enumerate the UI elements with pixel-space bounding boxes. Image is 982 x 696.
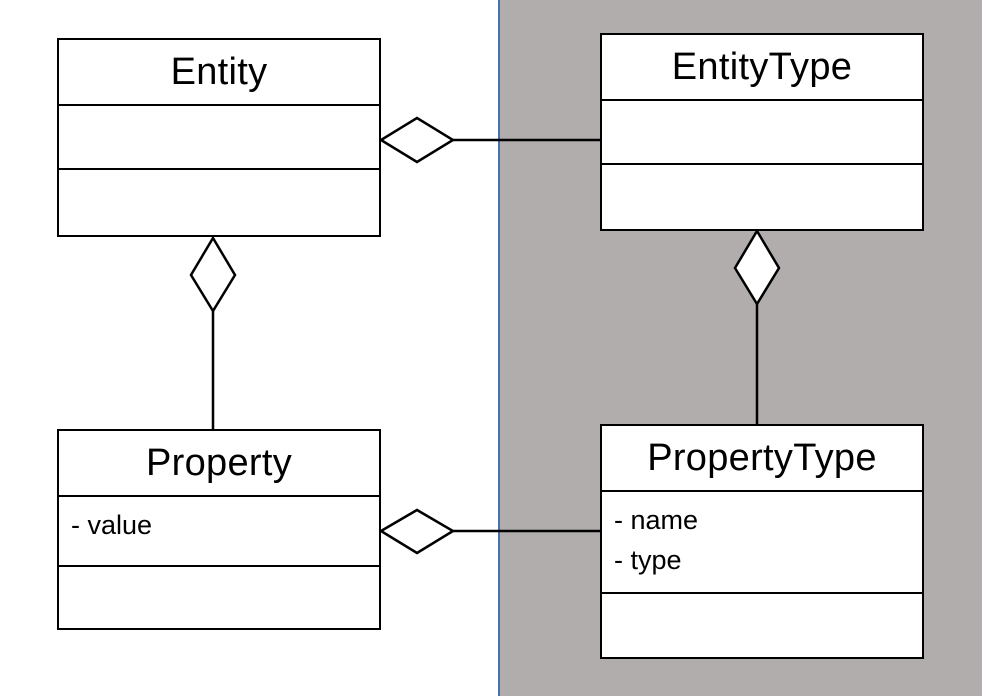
entity-property-aggregation-diamond <box>189 235 237 314</box>
attribute-value: - value <box>71 510 153 540</box>
class-operations <box>602 165 922 229</box>
class-attributes: - value <box>59 497 379 567</box>
attribute-type: - type <box>614 545 682 575</box>
property-propertytype-aggregation-diamond <box>378 508 456 555</box>
entity-entitytype-aggregation-diamond <box>378 116 456 164</box>
class-attributes: - name - type <box>602 492 922 594</box>
class-name: Entity <box>59 40 379 106</box>
class-operations <box>602 594 922 657</box>
class-property-type: PropertyType - name - type <box>600 424 924 659</box>
class-attributes <box>602 101 922 165</box>
class-attributes <box>59 106 379 170</box>
attribute-name: - name <box>614 505 699 535</box>
class-property: Property - value <box>57 429 381 630</box>
entitytype-propertytype-aggregation-diamond <box>733 228 781 307</box>
class-name: PropertyType <box>602 426 922 492</box>
class-entity: Entity <box>57 38 381 237</box>
region-divider <box>498 0 500 696</box>
class-operations <box>59 170 379 235</box>
class-operations <box>59 567 379 628</box>
class-entity-type: EntityType <box>600 33 924 231</box>
class-name: EntityType <box>602 35 922 101</box>
class-name: Property <box>59 431 379 497</box>
